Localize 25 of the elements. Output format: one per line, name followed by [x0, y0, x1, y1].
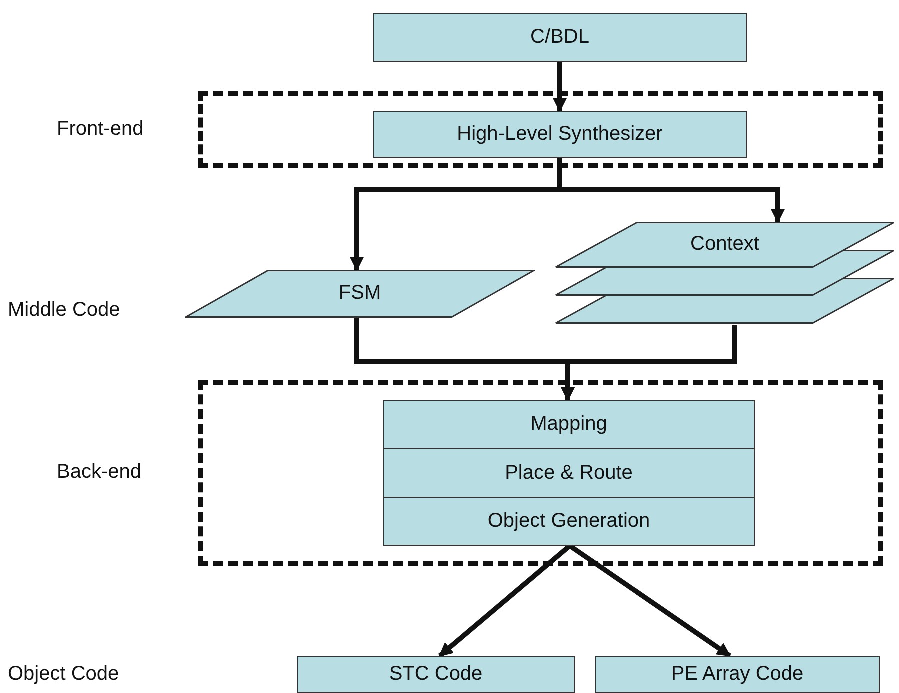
- level-label: Object Code: [8, 663, 120, 686]
- box-label: PE Array Code: [671, 663, 804, 686]
- process-box: [383, 497, 755, 546]
- stage-label: Front-end: [57, 118, 144, 140]
- process-box: [383, 448, 755, 498]
- arrow: [553, 62, 567, 112]
- box-label: Place & Route: [505, 462, 633, 484]
- process-box: [595, 656, 880, 693]
- process-box: [383, 400, 755, 449]
- stacked-layers-shape: [555, 222, 895, 325]
- shape-label: FSM: [338, 282, 382, 305]
- box-label: Object Generation: [488, 510, 650, 533]
- box-label: Mapping: [530, 413, 608, 436]
- process-box: [373, 13, 747, 62]
- process-box: [297, 656, 575, 693]
- shape-label: Context: [690, 233, 760, 256]
- box-label: STC Code: [389, 663, 483, 686]
- parallelogram-shape: [185, 270, 535, 318]
- box-label: High-Level Synthesizer: [457, 123, 663, 146]
- arrow: [568, 544, 732, 658]
- box-label: C/BDL: [530, 26, 590, 49]
- level-label: Middle Code: [8, 299, 120, 322]
- process-box: [373, 111, 747, 158]
- arrow: [438, 544, 572, 658]
- stage-label: Back-end: [57, 461, 142, 484]
